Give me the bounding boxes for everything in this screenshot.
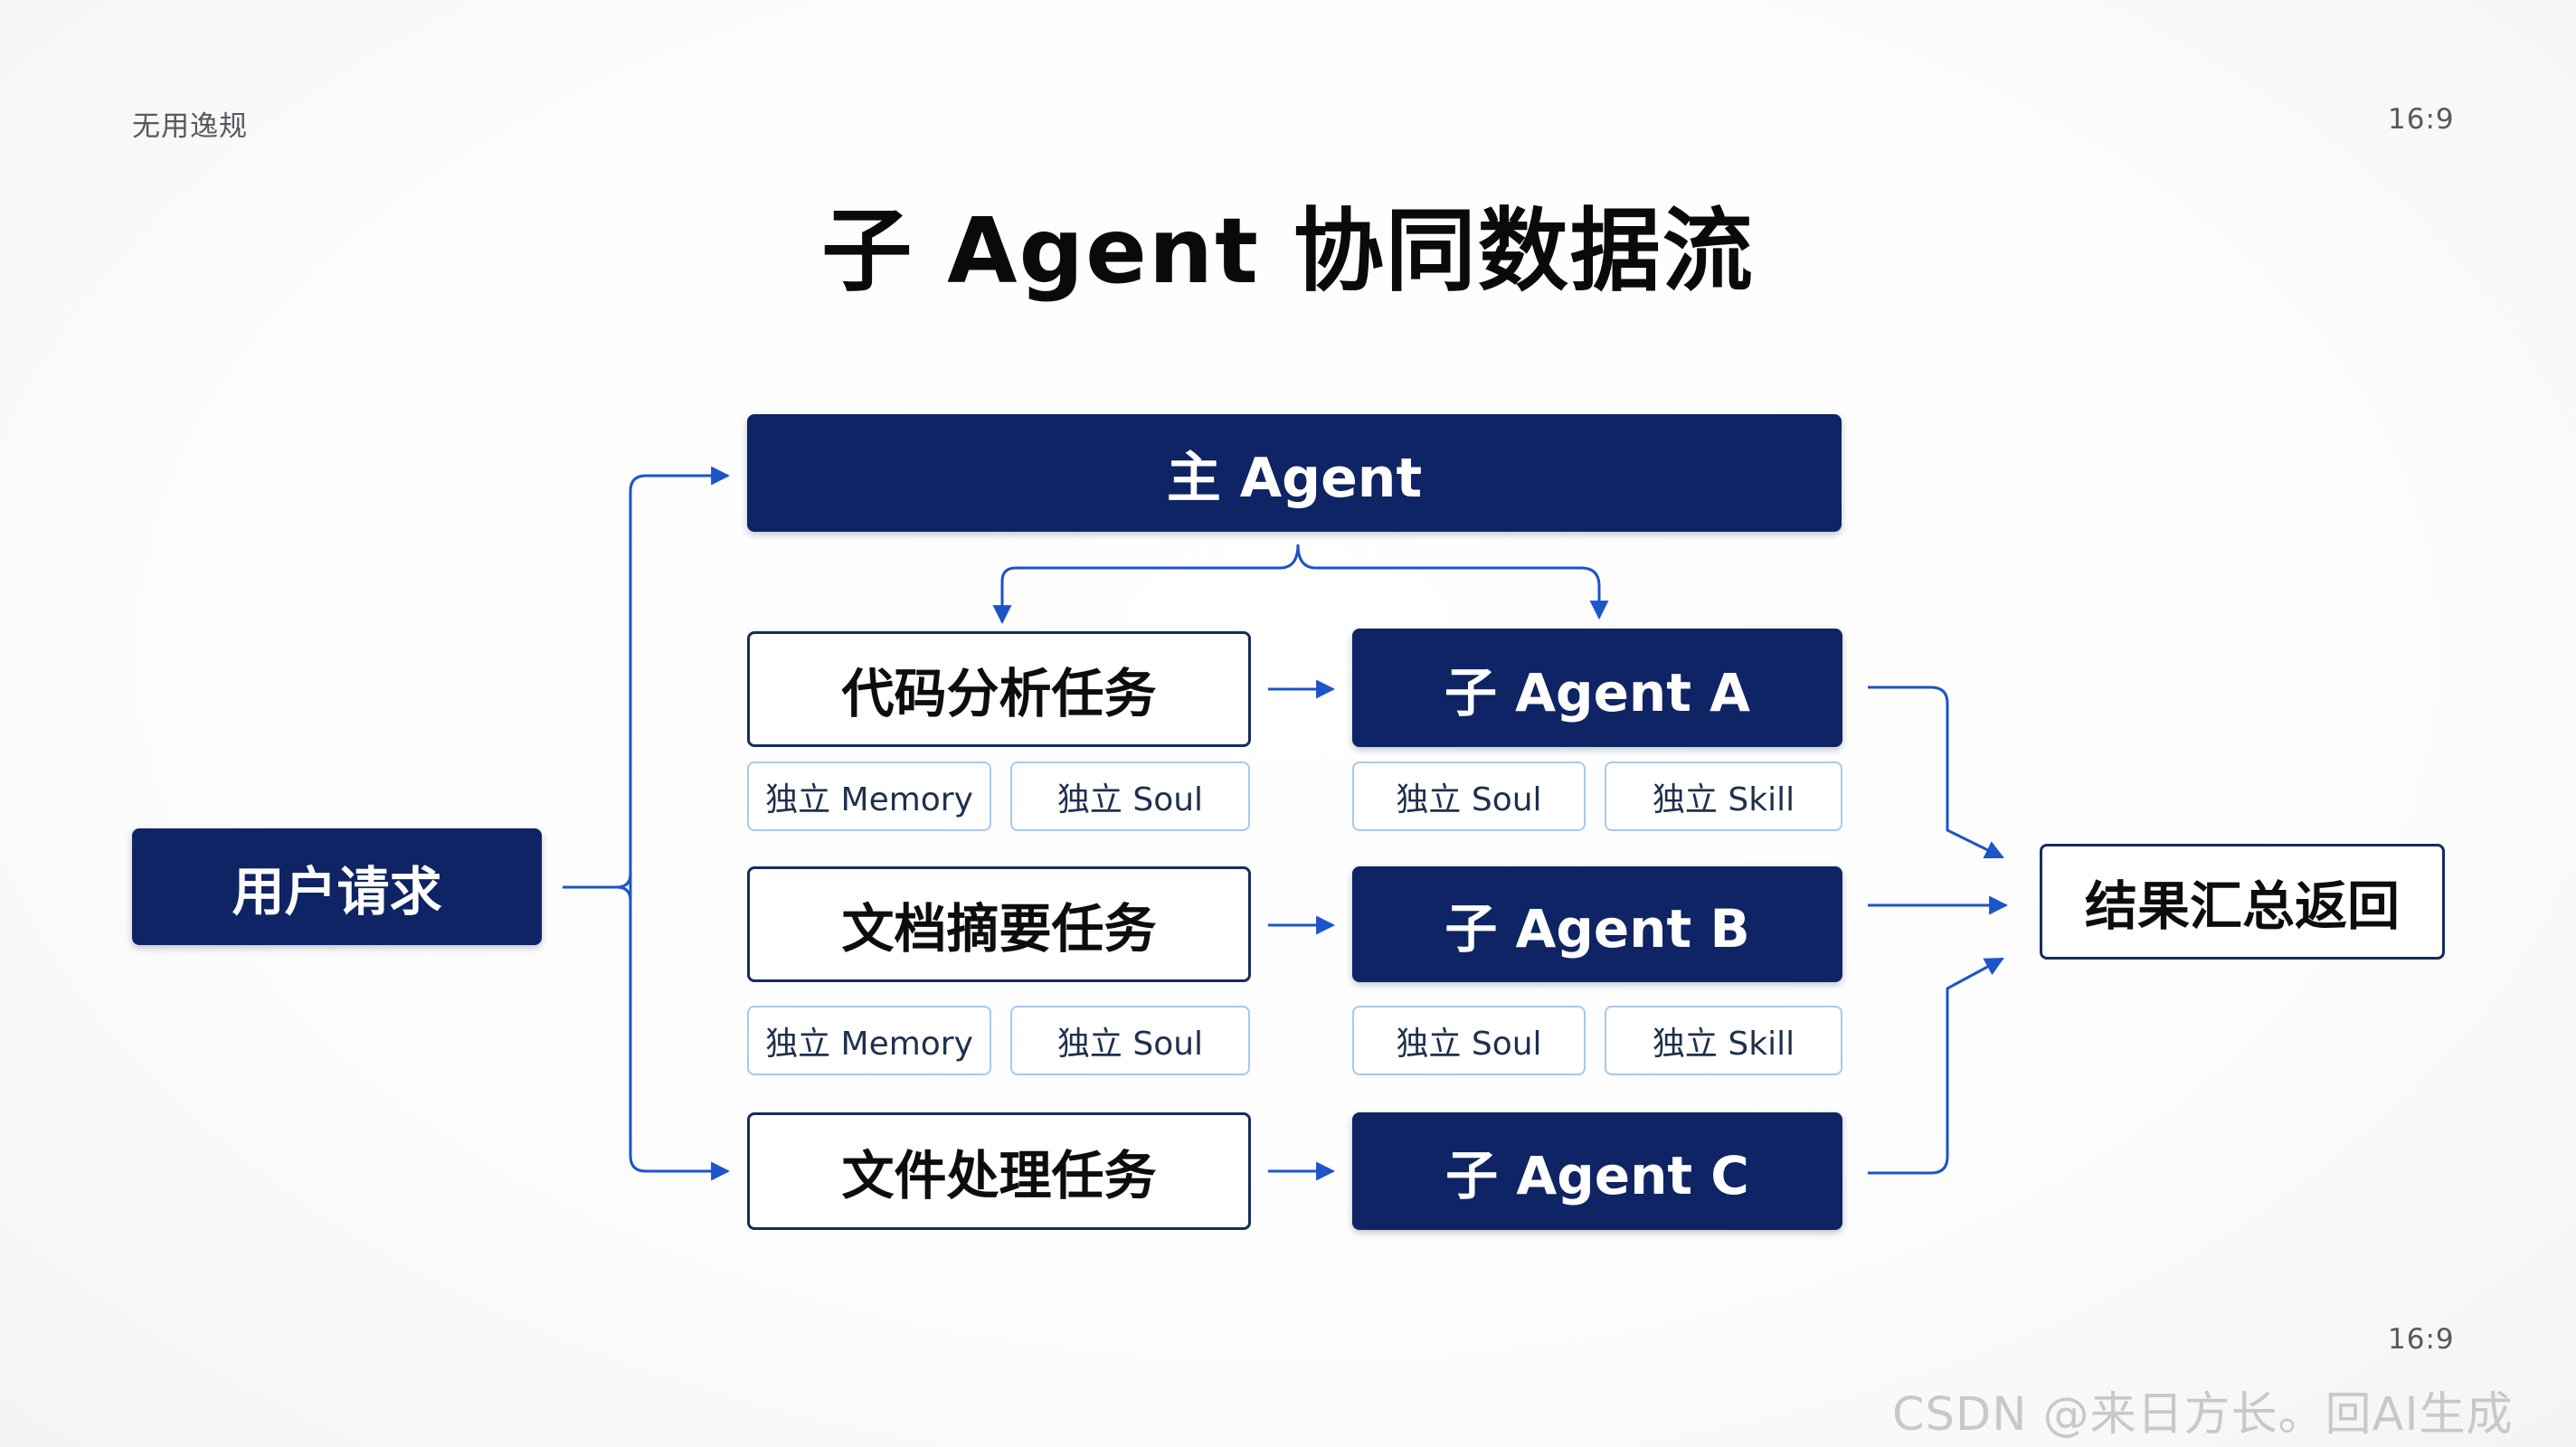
chip-label: 独立 Soul [1056,780,1204,818]
arrow-user-to-task-3 [629,887,731,1181]
task-node-doc-summary: 文档摘要任务 [747,866,1251,982]
watermark: CSDN @来日方长。回AI生成 [1892,1388,2514,1442]
result-summary-node: 结果汇总返回 [2040,844,2445,960]
chip-task-2-memory: 独立 Memory [747,1006,991,1075]
task-label: 文档摘要任务 [841,898,1157,960]
task-label: 文件处理任务 [841,1145,1157,1206]
connector-main-agent-brace [1296,544,1609,620]
arrow-agent-c-to-result [1868,957,2004,1175]
corner-label-top-left: 无用逸规 [132,110,248,143]
aspect-ratio-label-bottom: 16:9 [2388,1323,2455,1356]
chip-label: 独立 Soul [1396,780,1542,818]
sub-agent-a-node: 子 Agent A [1352,629,1842,747]
task-node-code-analysis: 代码分析任务 [747,631,1251,747]
user-request-label: 用户请求 [232,860,442,922]
chip-task-1-soul: 独立 Soul [1010,761,1250,831]
arrow-agent-a-to-result [1868,686,2004,859]
sub-agent-label: 子 Agent A [1444,661,1751,724]
chip-label: 独立 Soul [1056,1025,1204,1063]
chip-label: 独立 Memory [765,1025,973,1063]
chip-task-2-soul: 独立 Soul [1010,1006,1250,1075]
aspect-ratio-label-top: 16:9 [2388,103,2455,136]
chip-label: 独立 Skill [1652,780,1795,818]
chip-agent-b-soul: 独立 Soul [1352,1006,1586,1075]
arrow-user-to-main-agent [629,466,731,887]
chip-task-1-memory: 独立 Memory [747,761,991,831]
sub-agent-label: 子 Agent C [1445,1145,1749,1206]
task-node-file-processing: 文件处理任务 [747,1112,1251,1230]
sub-agent-c-node: 子 Agent C [1352,1112,1842,1230]
main-agent-label: 主 Agent [1166,446,1423,510]
sub-agent-b-node: 子 Agent B [1352,866,1842,982]
chip-label: 独立 Skill [1652,1025,1795,1063]
sub-agent-label: 子 Agent B [1444,898,1750,960]
chip-label: 独立 Memory [765,780,973,818]
chip-agent-b-skill: 独立 Skill [1605,1006,1842,1075]
user-request-node: 用户请求 [132,828,542,945]
arrow-main-agent-to-task-1 [992,544,1300,625]
main-agent-node: 主 Agent [747,414,1842,532]
chip-agent-a-soul: 独立 Soul [1352,761,1586,831]
chip-agent-a-skill: 独立 Skill [1605,761,1842,831]
result-summary-label: 结果汇总返回 [2084,875,2400,937]
task-label: 代码分析任务 [841,663,1157,724]
diagram-title: 子 Agent 协同数据流 [821,198,1755,304]
connector-user-stem [563,873,632,902]
chip-label: 独立 Soul [1396,1025,1542,1063]
